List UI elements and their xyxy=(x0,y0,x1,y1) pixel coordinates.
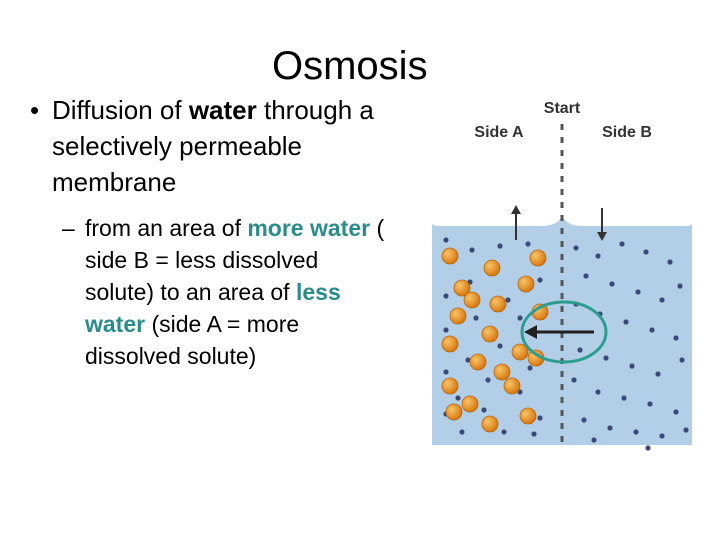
water-molecule-dot xyxy=(635,289,641,295)
subbullet-emph-less-water: less water xyxy=(85,279,341,337)
bullet-text: Diffusion of water through a selectively… xyxy=(52,92,410,200)
water-molecule-dot xyxy=(537,415,543,421)
bullet-text-prefix: Diffusion of xyxy=(52,95,189,125)
solute-particle xyxy=(511,343,529,361)
water-molecule-dot xyxy=(643,249,649,255)
water-molecules xyxy=(443,237,689,451)
solute-particle xyxy=(517,275,535,293)
beaker-outline xyxy=(430,134,694,447)
water-molecule-dot xyxy=(537,277,543,283)
solute-particle xyxy=(493,363,511,381)
water-molecule-dot xyxy=(629,363,635,369)
water-molecule-dot xyxy=(683,427,689,433)
water-molecule-dot xyxy=(659,433,665,439)
water-molecule-dot xyxy=(573,245,579,251)
water-molecule-dot xyxy=(633,429,639,435)
water-molecule-dot xyxy=(603,355,609,361)
highlight-circle xyxy=(520,300,608,364)
water-molecule-dot xyxy=(679,357,685,363)
water-molecule-dot xyxy=(473,315,479,321)
water-molecule-dot xyxy=(465,357,471,363)
water-molecule-dot xyxy=(525,241,531,247)
water-molecule-dot xyxy=(505,297,511,303)
water-molecule-dot xyxy=(655,371,661,377)
label-start: Start xyxy=(544,100,581,117)
water-molecule-dot xyxy=(645,445,651,451)
subbullet-direction: – from an area of more water ( side B = … xyxy=(62,212,392,372)
flow-arrow-head xyxy=(524,325,537,339)
solute-particle xyxy=(481,325,499,343)
water-molecule-dot xyxy=(667,259,673,265)
water-molecule-dot xyxy=(677,283,683,289)
subbullet-marker: – xyxy=(62,215,75,241)
water-molecule-dot xyxy=(595,253,601,259)
label-side-b: Side B xyxy=(602,124,652,141)
solute-particle xyxy=(441,377,459,395)
solute-particle xyxy=(445,403,463,421)
solute-particle xyxy=(503,377,521,395)
water-molecule-dot xyxy=(443,293,449,299)
water-molecule-dot xyxy=(647,401,653,407)
water-molecule-dot xyxy=(649,327,655,333)
subbullet-part3: (side A = more dissolved solute) xyxy=(85,311,300,369)
water-level-arrows xyxy=(511,205,607,241)
label-side-a: Side A xyxy=(474,124,524,141)
solute-particle xyxy=(449,307,467,325)
water-molecule-dot xyxy=(443,369,449,375)
water-molecule-dot xyxy=(577,347,583,353)
water-molecule-dot xyxy=(583,273,589,279)
water-molecule-dot xyxy=(673,335,679,341)
bullet-diffusion: • Diffusion of water through a selective… xyxy=(30,92,410,200)
water-molecule-dot xyxy=(619,241,625,247)
water-molecule-dot xyxy=(659,297,665,303)
solute-particle xyxy=(481,415,499,433)
side-a-up-arrowhead xyxy=(511,205,521,214)
water-molecule-dot xyxy=(607,425,613,431)
solute-particle xyxy=(483,259,501,277)
solute-molecules xyxy=(441,247,549,433)
side-b-down-arrowhead xyxy=(597,232,607,241)
water-molecule-dot xyxy=(497,243,503,249)
water-molecule-dot xyxy=(443,327,449,333)
bullet-text-suffix: through a selectively permeable membrane xyxy=(52,95,374,197)
water-molecule-dot xyxy=(455,395,461,401)
water-molecule-dot xyxy=(571,377,577,383)
bullet-text-emph: water xyxy=(188,95,257,125)
subbullet-part1: from an area of xyxy=(85,215,248,241)
solute-particle xyxy=(441,335,459,353)
water-molecule-dot xyxy=(481,407,487,413)
solute-particle xyxy=(469,353,487,371)
water-molecule-dot xyxy=(609,281,615,287)
flow-arrow xyxy=(524,325,594,339)
water-molecule-dot xyxy=(443,237,449,243)
water-molecule-dot xyxy=(459,429,465,435)
subbullet-part2: ( side B = less dissolved solute) to an … xyxy=(85,215,385,305)
water-molecule-dot xyxy=(673,409,679,415)
water-molecule-dot xyxy=(621,395,627,401)
water-molecule-dot xyxy=(595,389,601,395)
water-molecule-dot xyxy=(501,429,507,435)
water-molecule-dot xyxy=(591,437,597,443)
water-molecule-dot xyxy=(469,247,475,253)
water-molecule-dot xyxy=(485,377,491,383)
solute-particle xyxy=(463,291,481,309)
solute-particle xyxy=(489,295,507,313)
water-molecule-dot xyxy=(531,431,537,437)
solute-particle xyxy=(441,247,459,265)
water-molecule-dot xyxy=(497,343,503,349)
water-molecule-dot xyxy=(581,417,587,423)
slide-title: Osmosis xyxy=(272,44,428,88)
solute-particle xyxy=(461,395,479,413)
subbullet-text: from an area of more water ( side B = le… xyxy=(85,212,392,372)
water-molecule-dot xyxy=(527,365,533,371)
solute-particle xyxy=(529,249,547,267)
bullet-marker: • xyxy=(30,95,40,125)
water-molecule-dot xyxy=(517,315,523,321)
water-molecule-dot xyxy=(623,319,629,325)
subbullet-emph-more-water: more water xyxy=(247,215,371,241)
solute-particle xyxy=(453,279,471,297)
solute-particle xyxy=(519,407,537,425)
